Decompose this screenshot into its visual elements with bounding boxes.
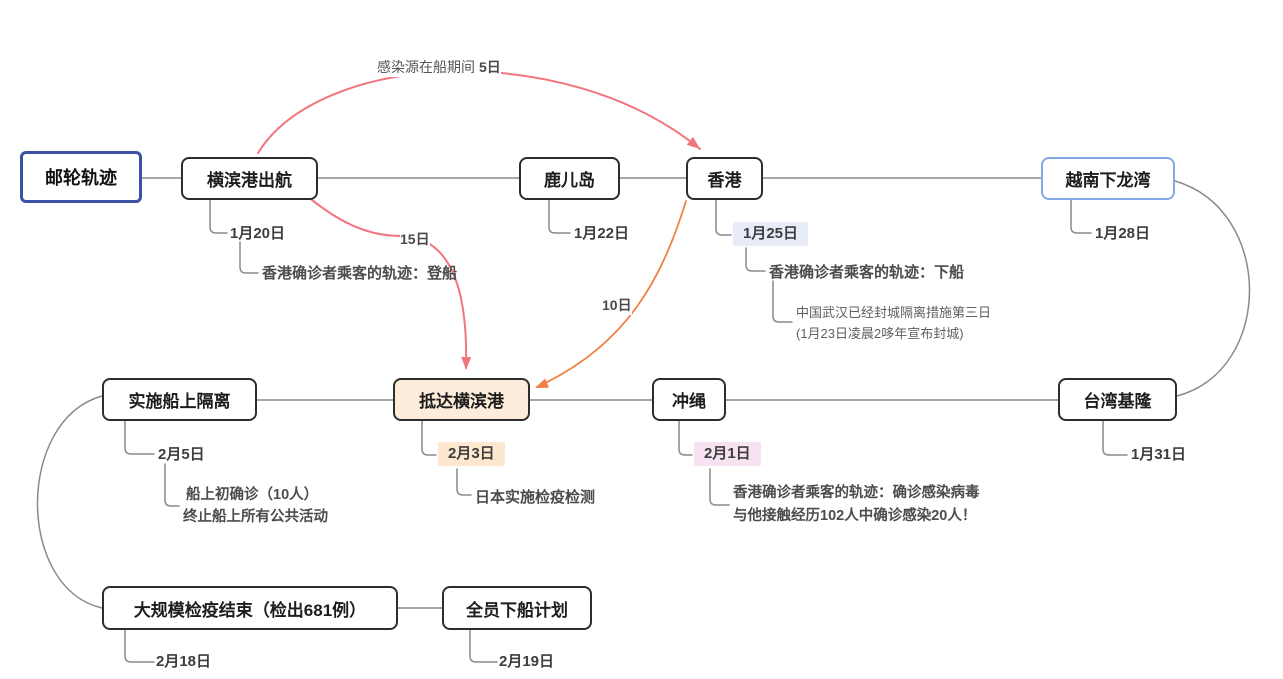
node-onboard-quarantine[interactable]: 实施船上隔离	[102, 378, 257, 421]
subnote-wuhan-line1: 中国武汉已经封城隔离措施第三日	[796, 305, 992, 320]
arrowhead-10-days	[535, 378, 549, 388]
node-halong-bay[interactable]: 越南下龙湾	[1041, 157, 1175, 200]
curve-10-days-arrow	[536, 200, 687, 388]
note-japan-testing[interactable]: 日本实施检疫检测	[475, 489, 596, 506]
date-hongkong[interactable]: 1月25日	[733, 222, 809, 246]
arrowhead-15-days	[461, 356, 472, 370]
note-quarantine-line1: 船上初确诊（10人）	[186, 487, 319, 503]
label-10-days[interactable]: 10日	[602, 295, 632, 315]
node-keelung[interactable]: 台湾基隆	[1058, 378, 1177, 421]
curve-infection-source-arrow	[257, 70, 701, 154]
elbow-massend-date	[124, 629, 155, 663]
note-quarantine-line2: 终止船上所有公共活动	[183, 509, 328, 525]
note-quarantine-first-cases[interactable]: 船上初确诊（10人） 终止船上所有公共活动	[183, 484, 328, 528]
node-yokohama-arrival[interactable]: 抵达横滨港	[393, 378, 530, 421]
node-kagoshima[interactable]: 鹿儿岛	[519, 157, 620, 200]
note-okinawa-line2: 与他接触经历102人中确诊感染20人！	[733, 508, 977, 524]
node-yokohama-departure[interactable]: 横滨港出航	[181, 157, 318, 200]
note-departure-boarding[interactable]: 香港确诊者乘客的轨迹：登船	[262, 265, 458, 282]
link-halong-keelung-curve	[1174, 180, 1251, 397]
label-infection-source-days: 5日	[479, 59, 501, 75]
elbow-keelung-date	[1102, 420, 1128, 456]
note-okinawa-line1: 香港确诊者乘客的轨迹：确诊感染病毒	[733, 485, 980, 501]
date-onboard-quarantine[interactable]: 2月5日	[158, 446, 205, 463]
node-full-disembark-plan[interactable]: 全员下船计划	[442, 586, 592, 630]
arrowhead-infection-source	[686, 136, 700, 149]
date-okinawa[interactable]: 2月1日	[694, 442, 761, 466]
elbow-hongkong-subnote	[772, 280, 793, 323]
elbow-okinawa-date	[678, 420, 693, 456]
elbow-halong-date	[1070, 199, 1092, 234]
date-kagoshima[interactable]: 1月22日	[574, 225, 630, 242]
node-mass-testing-end[interactable]: 大规模检疫结束（检出681例）	[102, 586, 398, 630]
date-mass-testing-end[interactable]: 2月18日	[156, 653, 212, 670]
elbow-disembark-date	[469, 629, 498, 663]
elbow-hongkong-note	[745, 247, 766, 272]
node-okinawa[interactable]: 冲绳	[652, 378, 726, 421]
node-root-title[interactable]: 邮轮轨迹	[20, 151, 142, 203]
elbow-arrival-note	[456, 468, 472, 496]
note-hongkong-disembark[interactable]: 香港确诊者乘客的轨迹：下船	[769, 264, 965, 281]
subnote-wuhan-line2: (1月23日凌晨2哆年宣布封城)	[796, 326, 964, 341]
elbow-departure-note	[239, 241, 259, 274]
elbow-kagoshima-date	[548, 199, 571, 234]
date-keelung[interactable]: 1月31日	[1131, 446, 1187, 463]
date-yokohama-arrival[interactable]: 2月3日	[438, 442, 505, 466]
elbow-quarantine-note	[164, 463, 180, 507]
elbow-departure-date	[209, 199, 228, 234]
node-hongkong[interactable]: 香港	[686, 157, 763, 200]
elbow-arrival-date	[421, 420, 437, 456]
note-okinawa-confirmed[interactable]: 香港确诊者乘客的轨迹：确诊感染病毒 与他接触经历102人中确诊感染20人！	[733, 482, 980, 528]
subnote-wuhan-lockdown[interactable]: 中国武汉已经封城隔离措施第三日 (1月23日凌晨2哆年宣布封城)	[796, 302, 991, 344]
label-15-days[interactable]: 15日	[400, 229, 430, 249]
elbow-hongkong-date	[715, 199, 732, 236]
elbow-okinawa-note	[709, 468, 730, 506]
date-full-disembark-plan[interactable]: 2月19日	[499, 653, 555, 670]
elbow-quarantine-date	[124, 420, 155, 455]
date-halong-bay[interactable]: 1月28日	[1095, 225, 1151, 242]
label-infection-source-text: 感染源在船期间	[377, 59, 475, 75]
date-yokohama-departure[interactable]: 1月20日	[230, 225, 286, 242]
link-quarantine-massend-curve	[36, 395, 103, 609]
